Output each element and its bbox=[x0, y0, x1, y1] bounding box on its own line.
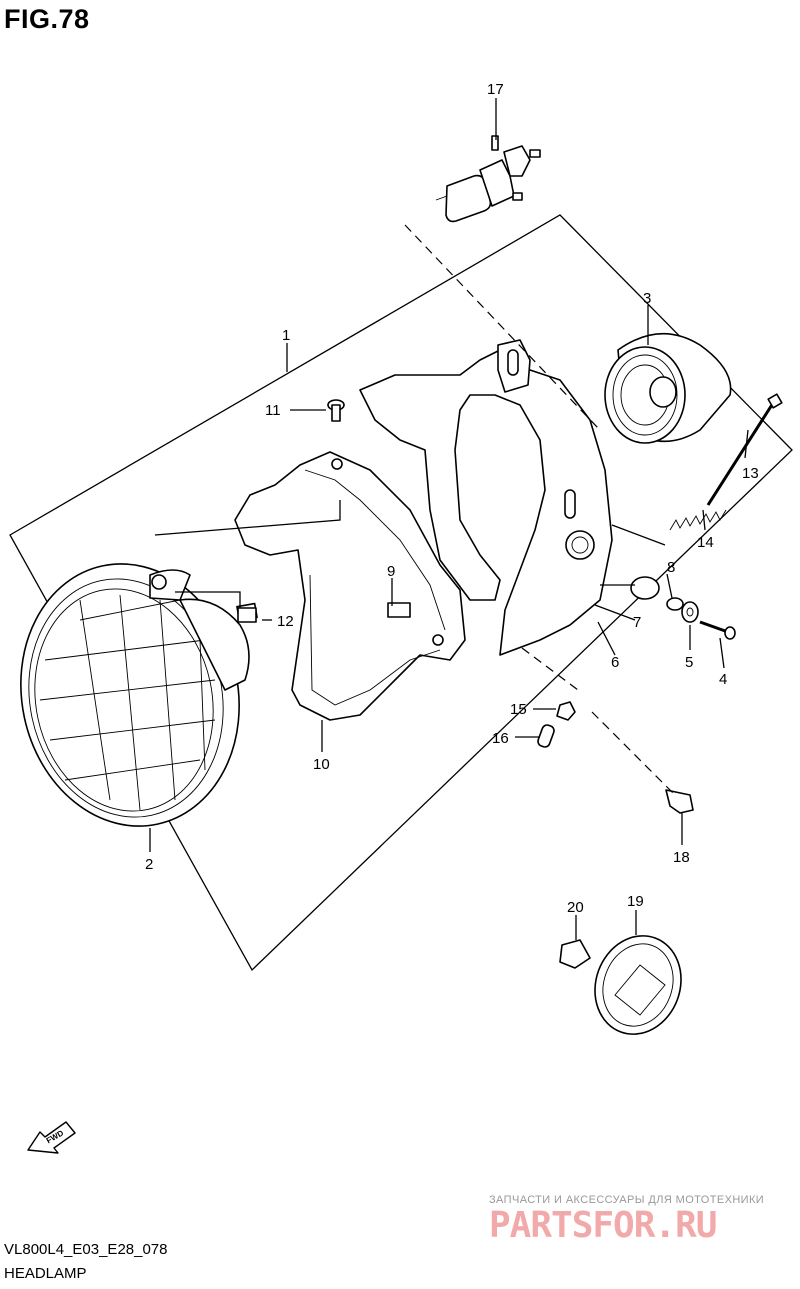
callout-18: 18 bbox=[673, 849, 690, 866]
watermark-logo: PARTSFOR.RU bbox=[489, 1205, 717, 1246]
callout-15: 15 bbox=[510, 701, 527, 718]
callout-13: 13 bbox=[742, 465, 759, 482]
callout-14: 14 bbox=[697, 534, 714, 551]
collar-16 bbox=[537, 724, 555, 748]
grommet-part bbox=[559, 939, 591, 969]
watermark-tagline: ЗАПЧАСТИ И АКСЕССУАРЫ ДЛЯ МОТОТЕХНИКИ bbox=[489, 1194, 765, 1206]
callout-20: 20 bbox=[567, 899, 584, 916]
callout-5: 5 bbox=[685, 654, 693, 671]
callout-8: 8 bbox=[667, 559, 675, 576]
callout-12: 12 bbox=[277, 613, 294, 630]
assembly-boundary bbox=[9, 214, 793, 972]
rubber-bush-7-8 bbox=[630, 576, 684, 611]
callout-6: 6 bbox=[611, 654, 619, 671]
callout-7: 7 bbox=[633, 614, 641, 631]
callout-16: 16 bbox=[492, 730, 509, 747]
leader-lines bbox=[149, 98, 749, 940]
housing-part bbox=[604, 332, 732, 444]
washer-5 bbox=[681, 601, 699, 623]
callout-9: 9 bbox=[387, 563, 395, 580]
bolt-18 bbox=[665, 789, 694, 814]
headlamp-unit-part bbox=[20, 563, 258, 827]
callout-17: 17 bbox=[487, 81, 504, 98]
reflector-part bbox=[594, 935, 682, 1035]
callout-1: 1 bbox=[282, 327, 290, 344]
figure-caption: HEADLAMP bbox=[4, 1265, 87, 1282]
figure-title: FIG.78 bbox=[4, 4, 90, 34]
adjusting-screw-13 bbox=[706, 393, 783, 506]
callout-10: 10 bbox=[313, 756, 330, 773]
model-code: VL800L4_E03_E28_078 bbox=[4, 1241, 168, 1258]
nut-12 bbox=[237, 607, 257, 623]
mounting-bracket-part bbox=[234, 451, 466, 721]
alignment-lines bbox=[404, 224, 676, 796]
nut-15 bbox=[556, 701, 576, 721]
callout-19: 19 bbox=[627, 893, 644, 910]
callout-11: 11 bbox=[265, 402, 281, 419]
bolt-4 bbox=[699, 620, 736, 640]
bulb-part bbox=[435, 135, 541, 223]
spring-14 bbox=[669, 509, 727, 531]
fwd-arrow-icon: FWD bbox=[27, 1121, 76, 1154]
callout-2: 2 bbox=[145, 856, 153, 873]
callout-4: 4 bbox=[719, 671, 727, 688]
screw-11 bbox=[327, 399, 345, 422]
frame-bracket-part bbox=[359, 339, 613, 656]
callout-3: 3 bbox=[643, 290, 651, 307]
